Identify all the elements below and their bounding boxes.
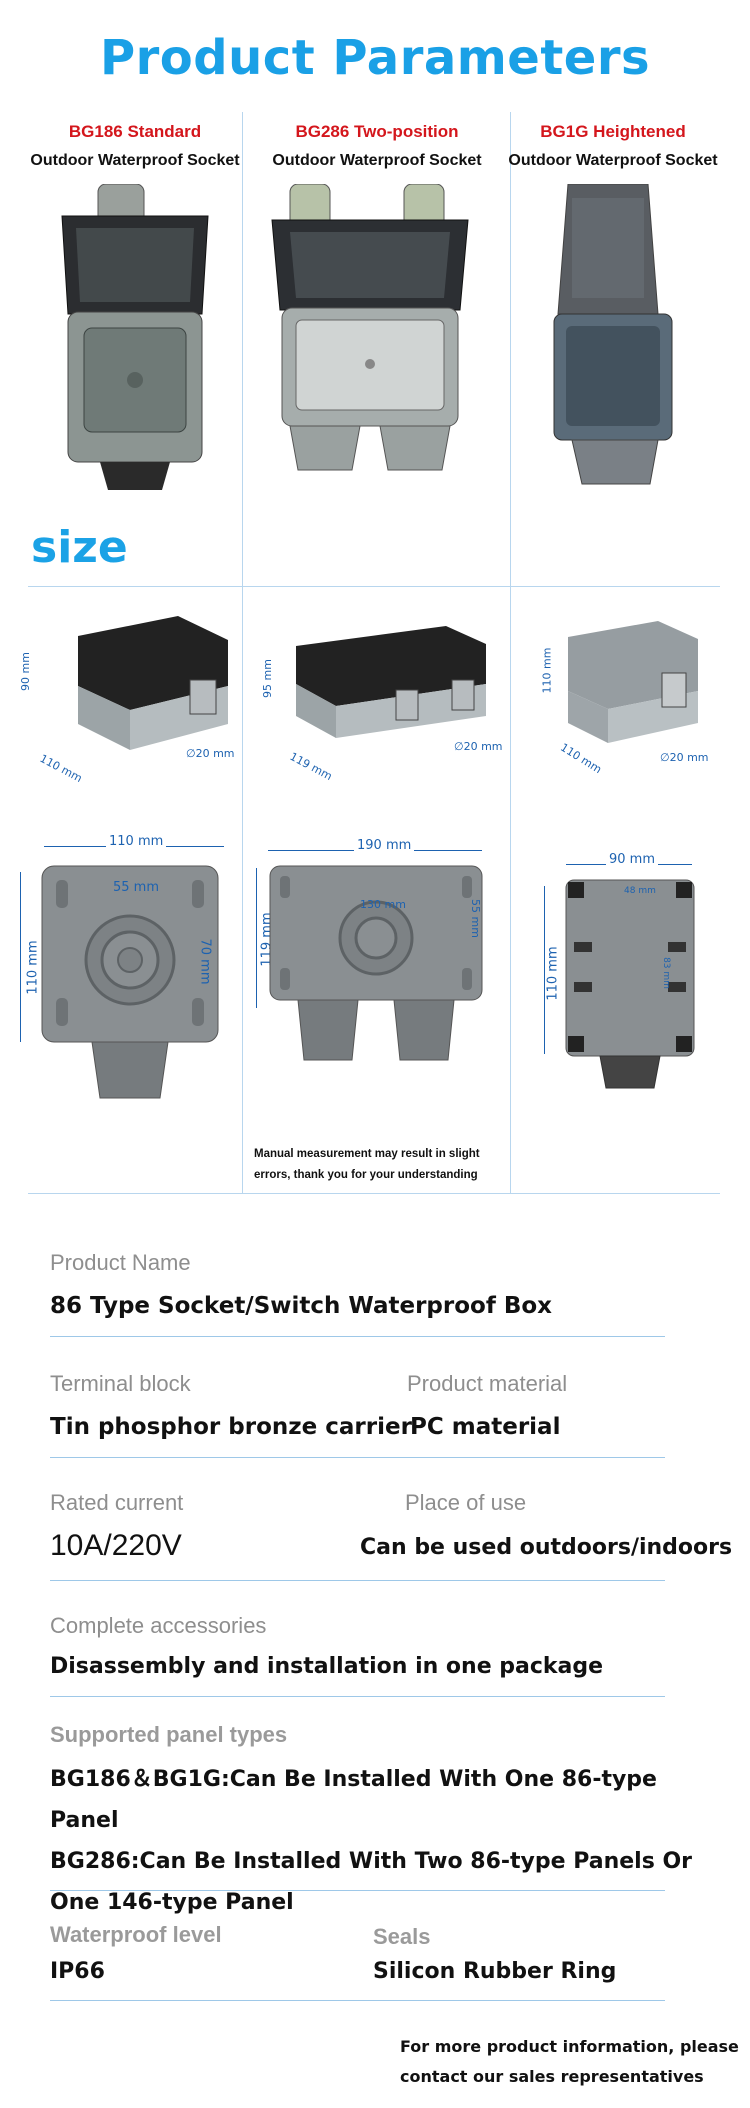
bg1g-open-image	[553, 184, 673, 485]
grid-divider	[242, 112, 243, 1194]
bg1g-hole-label: ∅20 mm	[660, 751, 709, 764]
bg286-height-label: 95 mm	[260, 659, 274, 698]
bg1g-iso-image	[568, 621, 698, 743]
place-of-use-value: Can be used outdoors/indoors	[360, 1535, 733, 1560]
place-of-use-label: Place of use	[405, 1490, 527, 1515]
accessories-label: Complete accessories	[50, 1613, 267, 1638]
product-header-bg186: BG186 Standard Outdoor Waterproof Socket	[20, 122, 250, 170]
grid-divider	[28, 586, 720, 587]
bg286-width-label: 190 mm	[354, 838, 415, 853]
bg186-inner-h-label: 70 mm	[197, 938, 213, 985]
bg186-width-label: 110 mm	[106, 834, 167, 849]
panel-types-label: Supported panel types	[50, 1722, 288, 1747]
divider	[50, 1336, 665, 1337]
divider	[50, 2000, 665, 2001]
panel-types-line: BG286:Can Be Installed With Two 86-type …	[50, 1849, 692, 1874]
panel-types-line: One 146-type Panel	[50, 1890, 294, 1915]
product-material-label: Product material	[407, 1371, 568, 1396]
product-name-label: Product Name	[50, 1250, 191, 1275]
seals-value: Silicon Rubber Ring	[373, 1959, 617, 1984]
bg286-iso-image	[296, 626, 486, 738]
page-title: Product Parameters	[99, 30, 651, 86]
product-model: BG186 Standard	[68, 122, 202, 141]
grid-divider	[28, 1193, 720, 1194]
bg186-height-label: 90 mm	[18, 652, 32, 691]
terminal-block-label: Terminal block	[50, 1371, 191, 1396]
panel-types-text: BG186＆BG1G:Can Be Installed With One 86-…	[50, 1759, 730, 1923]
measurement-note: Manual measurement may result in slight …	[254, 1148, 480, 1181]
product-model: BG286 Two-position	[295, 122, 459, 141]
seals-label: Seals	[373, 1924, 431, 1949]
bg286-inner-w-label: 130 mm	[360, 898, 406, 911]
bg186-hole-label: ∅20 mm	[186, 747, 235, 760]
size-heading: size	[31, 522, 128, 573]
product-header-bg286: BG286 Two-position Outdoor Waterproof So…	[262, 122, 492, 170]
product-type: Outdoor Waterproof Socket	[272, 152, 482, 169]
bg1g-inner-w-label: 48 mm	[624, 886, 656, 896]
dimension-line	[20, 872, 21, 1042]
waterproof-value: IP66	[50, 1959, 105, 1984]
bg1g-inner-h-label: 83 mm	[660, 957, 671, 989]
contact-footer: For more product information, please con…	[400, 2037, 739, 2086]
product-grid: BG186 Standard Outdoor Waterproof Socket…	[19, 112, 720, 1194]
product-type: Outdoor Waterproof Socket	[508, 152, 718, 169]
product-header-bg1g: BG1G Heightened Outdoor Waterproof Socke…	[498, 122, 728, 170]
bg1g-back-image	[565, 879, 695, 1089]
bg286-open-image	[271, 184, 469, 471]
bg186-depth-label: 110 mm	[37, 751, 85, 786]
bg186-inner-w-label: 55 mm	[113, 880, 160, 895]
divider	[50, 1457, 665, 1458]
accessories-value: Disassembly and installation in one pack…	[50, 1654, 604, 1679]
dimension-line	[256, 868, 257, 1008]
bg186-back-image	[41, 865, 219, 1099]
product-model: BG1G Heightened	[540, 122, 686, 141]
divider	[50, 1890, 665, 1891]
rated-current-label: Rated current	[50, 1490, 184, 1515]
waterproof-label: Waterproof level	[50, 1922, 222, 1947]
product-name-value: 86 Type Socket/Switch Waterproof Box	[50, 1293, 553, 1319]
dimension-line	[544, 886, 545, 1054]
grid-divider	[510, 112, 511, 1194]
product-type: Outdoor Waterproof Socket	[30, 152, 240, 169]
rated-current-value: 10A/220V	[50, 1529, 182, 1562]
bg186-iso-image	[78, 616, 228, 750]
product-material-value: PC material	[410, 1414, 561, 1440]
bg1g-height2-label: 110 mm	[545, 946, 561, 1001]
divider	[50, 1696, 665, 1697]
bg286-inner-h-label: 55 mm	[468, 899, 482, 938]
bg1g-height-label: 110 mm	[540, 647, 554, 694]
bg286-hole-label: ∅20 mm	[454, 740, 503, 753]
bg186-height2-label: 110 mm	[25, 940, 41, 995]
bg286-back-image	[269, 865, 483, 1061]
bg186-open-image	[61, 184, 209, 490]
panel-types-line: BG186＆BG1G:Can Be Installed With One 86-…	[50, 1767, 657, 1833]
divider	[50, 1580, 665, 1581]
terminal-block-value: Tin phosphor bronze carrier	[50, 1414, 412, 1440]
bg286-depth-label: 119 mm	[287, 749, 335, 784]
bg1g-width-label: 90 mm	[606, 852, 659, 867]
